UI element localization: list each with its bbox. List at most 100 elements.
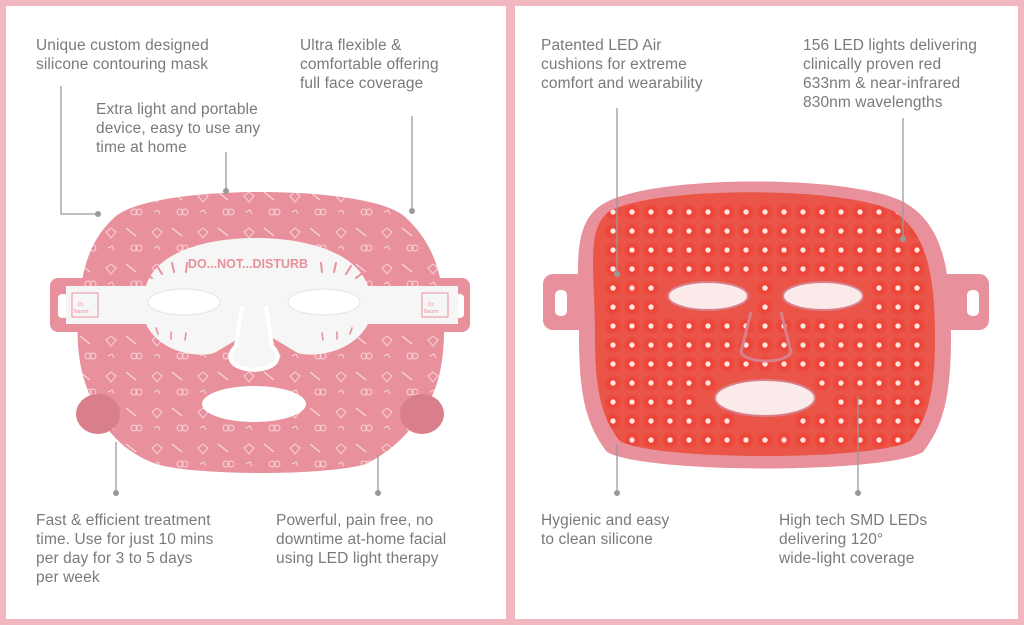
led-light-core <box>857 361 863 367</box>
led-light-core <box>629 323 635 329</box>
led-light-core <box>705 380 711 386</box>
callout-156-leds: 156 LED lights delivering clinically pro… <box>803 37 977 111</box>
led-light-core <box>724 209 730 215</box>
led-light-core <box>762 304 768 310</box>
led-light-core <box>781 228 787 234</box>
led-light-core <box>648 342 654 348</box>
led-light-core <box>857 209 863 215</box>
led-light-core <box>762 323 768 329</box>
led-light-core <box>876 342 882 348</box>
led-light-core <box>819 361 825 367</box>
led-light-core <box>667 247 673 253</box>
led-light-core <box>610 285 616 291</box>
led-light-core <box>648 266 654 272</box>
led-light-core <box>667 228 673 234</box>
led-light-core <box>762 437 768 443</box>
led-light-core <box>705 323 711 329</box>
led-light-core <box>648 418 654 424</box>
led-light-core <box>876 247 882 253</box>
led-light-core <box>819 380 825 386</box>
led-light-core <box>838 323 844 329</box>
callout-portable-device: Extra light and portable device, easy to… <box>96 101 261 156</box>
led-light-core <box>667 437 673 443</box>
led-light-core <box>705 437 711 443</box>
led-light-core <box>724 361 730 367</box>
led-light-core <box>610 266 616 272</box>
led-light-core <box>800 361 806 367</box>
led-light-core <box>648 437 654 443</box>
led-light-core <box>667 380 673 386</box>
led-light-core <box>800 437 806 443</box>
led-light-core <box>857 437 863 443</box>
led-light-core <box>667 399 673 405</box>
led-light-core <box>895 285 901 291</box>
led-light-core <box>857 418 863 424</box>
led-light-core <box>800 342 806 348</box>
led-light-core <box>743 342 749 348</box>
led-light-core <box>781 209 787 215</box>
callout-smd-leds: High tech SMD LEDs delivering 120° wide-… <box>779 512 928 567</box>
led-light-core <box>857 266 863 272</box>
led-light-core <box>705 209 711 215</box>
right-panel: Patented LED Air cushions for extreme co… <box>515 6 1018 619</box>
led-light-core <box>819 247 825 253</box>
led-light-core <box>876 323 882 329</box>
led-light-core <box>686 437 692 443</box>
led-light-core <box>610 209 616 215</box>
led-light-core <box>686 399 692 405</box>
led-light-core <box>648 247 654 253</box>
led-light-core <box>667 266 673 272</box>
led-light-core <box>724 323 730 329</box>
led-light-core <box>895 247 901 253</box>
led-light-core <box>857 247 863 253</box>
led-light-core <box>610 247 616 253</box>
led-light-core <box>629 418 635 424</box>
led-light-core <box>914 304 920 310</box>
led-light-core <box>629 304 635 310</box>
led-light-core <box>838 266 844 272</box>
led-light-core <box>781 247 787 253</box>
led-light-core <box>686 342 692 348</box>
led-light-core <box>610 380 616 386</box>
led-light-core <box>800 418 806 424</box>
led-light-core <box>838 418 844 424</box>
led-light-core <box>724 266 730 272</box>
led-light-core <box>838 342 844 348</box>
led-light-core <box>876 380 882 386</box>
led-light-core <box>781 437 787 443</box>
led-light-core <box>876 304 882 310</box>
led-light-core <box>743 437 749 443</box>
led-light-core <box>629 285 635 291</box>
led-light-core <box>876 209 882 215</box>
callout-hygienic-silicone: Hygienic and easy to clean silicone <box>541 512 670 548</box>
callout-pain-free: Powerful, pain free, no downtime at-home… <box>276 512 447 567</box>
led-light-core <box>724 437 730 443</box>
led-light-core <box>762 228 768 234</box>
led-light-core <box>819 342 825 348</box>
led-light-core <box>629 399 635 405</box>
led-light-core <box>648 399 654 405</box>
led-light-core <box>743 361 749 367</box>
led-light-core <box>762 285 768 291</box>
led-light-core <box>629 228 635 234</box>
led-light-core <box>686 266 692 272</box>
led-light-core <box>629 361 635 367</box>
led-eye-right <box>782 281 864 311</box>
led-light-core <box>705 247 711 253</box>
led-light-core <box>914 266 920 272</box>
led-light-core <box>914 380 920 386</box>
led-mask-illustration <box>543 108 989 496</box>
led-light-core <box>819 323 825 329</box>
led-light-core <box>762 361 768 367</box>
led-light-core <box>648 209 654 215</box>
led-light-core <box>743 228 749 234</box>
led-light-core <box>648 228 654 234</box>
led-light-core <box>629 209 635 215</box>
led-light-core <box>705 266 711 272</box>
led-light-core <box>648 380 654 386</box>
svg-text:Naomi: Naomi <box>424 309 438 315</box>
led-light-core <box>705 228 711 234</box>
led-light-core <box>914 285 920 291</box>
led-light-core <box>857 323 863 329</box>
led-light-core <box>857 342 863 348</box>
